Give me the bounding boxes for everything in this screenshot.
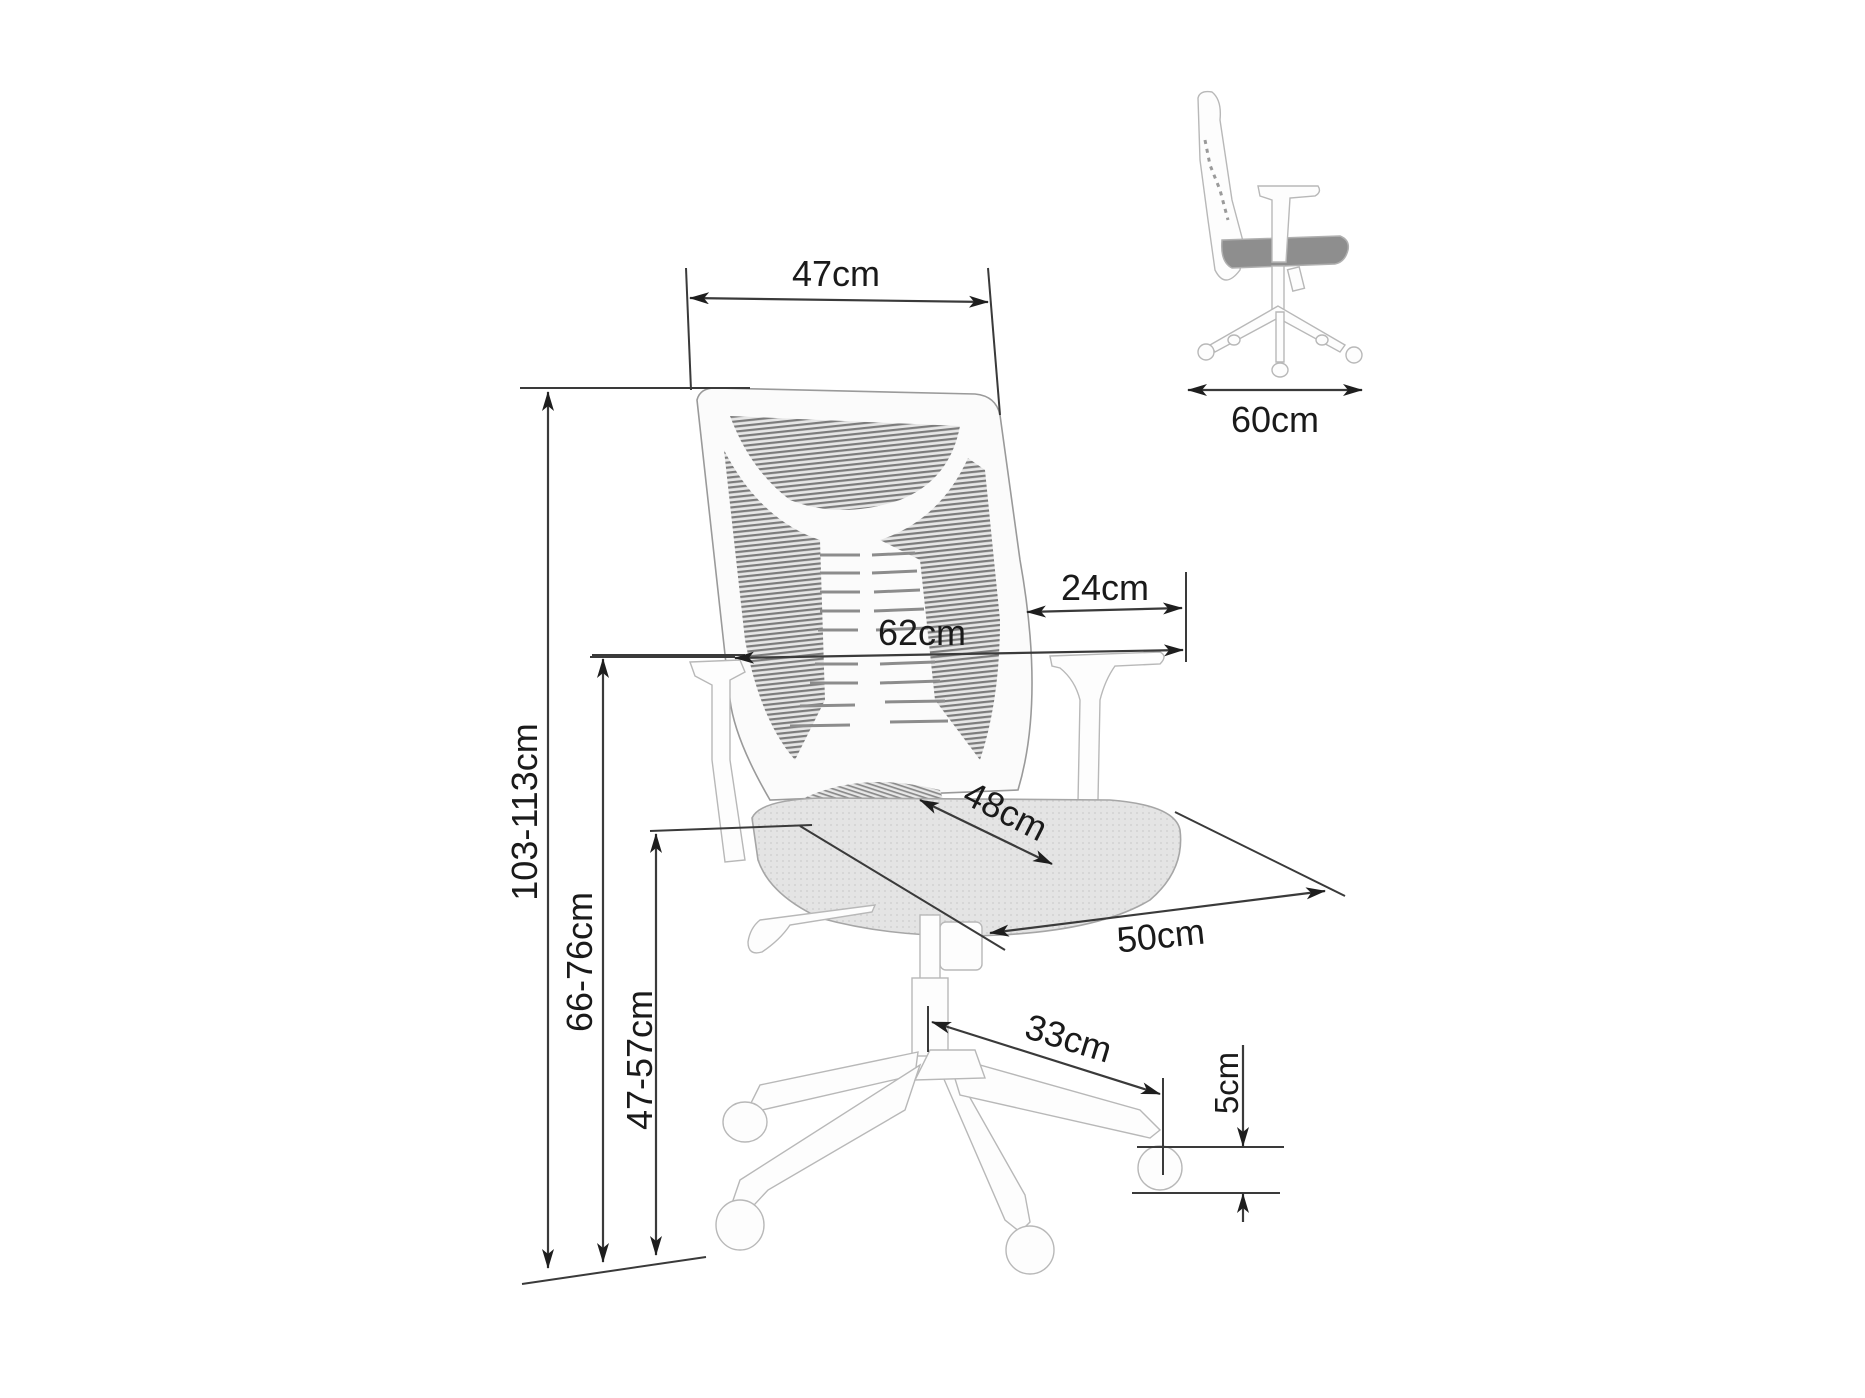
label-armrest-height: 66-76cm — [559, 892, 600, 1032]
backrest-right-mesh — [880, 458, 1000, 760]
side-view-illustration — [1197, 90, 1363, 378]
dimension-lines — [520, 267, 1363, 1285]
label-seat-height: 47-57cm — [619, 990, 660, 1130]
label-seat-width: 50cm — [1115, 911, 1207, 961]
backrest-spine-slats — [789, 551, 949, 728]
left-armrest — [689, 659, 746, 863]
tilt-lever — [747, 904, 877, 954]
five-star-base — [727, 1049, 1162, 1233]
dim-line-overall-width — [734, 644, 1184, 664]
label-total-height: 103-113cm — [504, 723, 545, 900]
label-armrest-length: 24cm — [1061, 567, 1149, 608]
backrest-upper-mesh — [730, 416, 960, 510]
dim-line-backrest-width — [689, 292, 989, 308]
backrest-left-mesh — [724, 450, 825, 760]
label-caster-height: 5cm — [1208, 1052, 1245, 1114]
right-armrest — [1049, 651, 1165, 803]
label-backrest-width: 47cm — [792, 253, 880, 294]
tension-knob — [939, 921, 983, 971]
casters — [715, 1101, 1183, 1275]
dim-line-armrest-length — [1026, 602, 1183, 618]
label-base-radius: 33cm — [1021, 1006, 1117, 1071]
dim-line-seat-width — [989, 887, 1326, 937]
label-overall-depth: 60cm — [1231, 399, 1319, 440]
label-overall-width: 62cm — [878, 612, 966, 653]
main-chair-illustration — [689, 387, 1183, 1275]
dim-line-base-radius — [931, 1020, 1161, 1096]
gas-lift-lower — [911, 977, 949, 1057]
dim-line-seat-depth — [919, 799, 1053, 865]
